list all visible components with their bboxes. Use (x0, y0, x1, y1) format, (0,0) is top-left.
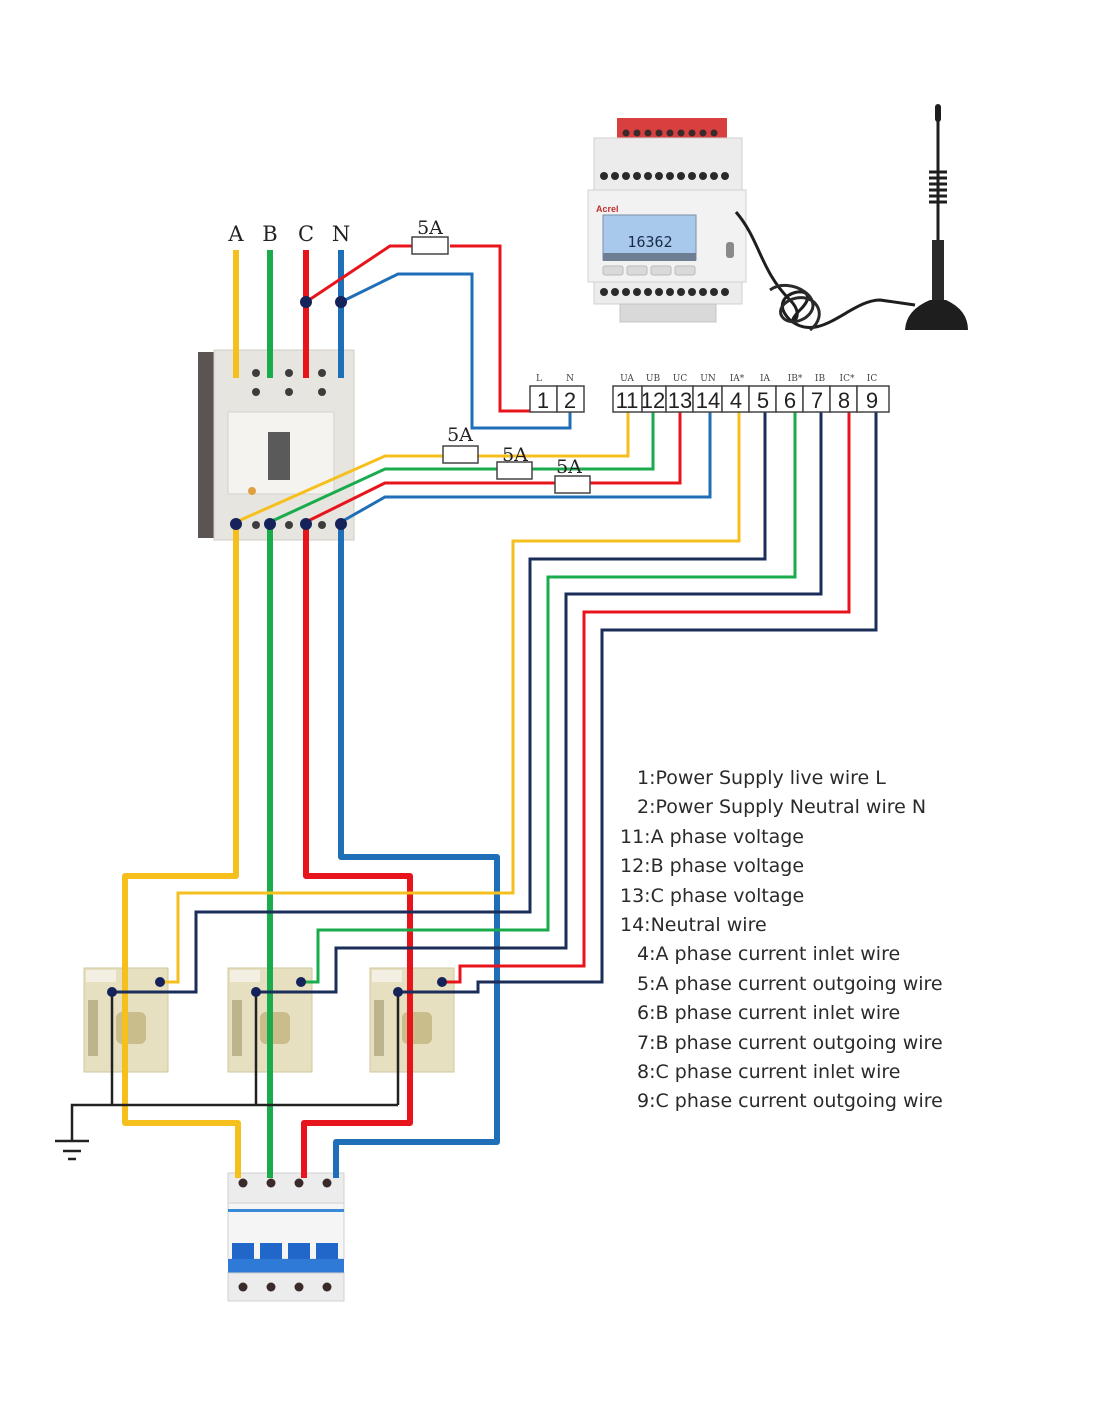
terminal-1-number: 1 (537, 388, 549, 413)
fuse-voltage-c (554, 475, 591, 494)
wire-ic-inlet (442, 412, 851, 984)
legend-item: 9:C phase current outgoing wire (637, 1090, 943, 1113)
fuse-voltage-c-label: 5A (556, 456, 582, 478)
legend-item: 5:A phase current outgoing wire (637, 972, 943, 995)
terminal-4-tag: IA* (730, 374, 745, 384)
power-terminal-block: 1 2 L N (529, 374, 585, 413)
legend-item: 14:Neutral wire (620, 914, 767, 937)
antenna (734, 104, 968, 332)
terminal-2-tag: N (566, 374, 574, 384)
main-breaker-handle (268, 432, 290, 480)
terminal-1 (529, 385, 558, 413)
legend-item: 13:C phase voltage (620, 884, 805, 907)
fuse-power-supply-label: 5A (417, 217, 443, 239)
wire-phase-a-out (122, 522, 241, 1178)
fuse-voltage-a-label: 5A (447, 424, 473, 446)
terminal-8-tag: IC* (840, 374, 855, 384)
wire-neutral-out (333, 522, 500, 1178)
terminal-6-number: 6 (784, 388, 796, 413)
fuse-voltage-b-label: 5A (502, 444, 528, 466)
wire-ib-outgoing (256, 412, 823, 994)
antenna-magnetic-base (905, 300, 968, 330)
legend-item: 11:A phase voltage (620, 825, 804, 848)
terminal-8-number: 8 (838, 388, 850, 413)
terminal-14-number: 14 (696, 388, 720, 413)
fuse-power-supply (411, 236, 449, 255)
legend-item: 12:B phase voltage (620, 855, 805, 878)
legend-item: 8:C phase current inlet wire (637, 1061, 901, 1084)
terminal-9-tag: IC (867, 374, 878, 384)
legend-item: 4:A phase current inlet wire (637, 943, 901, 966)
terminal-5-tag: IA (760, 374, 771, 384)
terminal-2 (556, 385, 585, 413)
terminal-13-number: 13 (668, 388, 692, 413)
power-supply-wires (305, 244, 572, 430)
meter-buttons (602, 265, 696, 276)
ground-icon (55, 1139, 89, 1161)
meter-lcd-screen (602, 214, 697, 261)
voltage-sampling-wires (235, 412, 712, 524)
terminal-7-tag: IB (815, 374, 826, 384)
terminal-14-tag: UN (700, 374, 716, 384)
terminal-5-number: 5 (757, 388, 769, 413)
phase-label-b: B (262, 222, 277, 246)
output-breaker (227, 1172, 345, 1302)
terminal-legend: 1:Power Supply live wire L 2:Power Suppl… (620, 764, 943, 1117)
wire-supply-live (305, 244, 530, 413)
meter-brand-logo: Acrel (596, 204, 619, 214)
wire-voltage-n (340, 412, 712, 524)
wire-voltage-c (305, 412, 682, 524)
meter-display-value: 16362 (627, 233, 672, 251)
wire-ia-outgoing (112, 412, 767, 994)
wire-ia-inlet (160, 412, 741, 984)
phase-label-n: N (332, 222, 350, 246)
terminal-9-number: 9 (866, 388, 878, 413)
terminal-1-tag: L (536, 374, 542, 384)
terminal-11-tag: UA (620, 374, 634, 384)
terminal-6-tag: IB* (788, 374, 803, 384)
legend-item: 6:B phase current inlet wire (637, 1002, 901, 1025)
terminal-11-number: 11 (616, 388, 639, 413)
wire-ic-outgoing (398, 412, 878, 994)
antenna-cable (734, 211, 916, 329)
fuse-voltage-b (496, 461, 533, 480)
ground-wiring (70, 992, 400, 1140)
wire-phase-c-out (301, 522, 413, 1178)
signal-terminal-block: 11 12 13 14 4 5 6 7 8 9 UA UB UC UN IA* … (612, 374, 890, 413)
meter-upper-body (593, 137, 743, 191)
meter-din-clip (619, 303, 717, 323)
terminal-7-number: 7 (811, 388, 823, 413)
phase-label-a: A (227, 222, 244, 246)
antenna-coil (929, 170, 947, 204)
meter-side-port (726, 242, 734, 258)
phase-label-c: C (298, 222, 314, 246)
terminal-4-number: 4 (730, 388, 742, 413)
wire-voltage-b (269, 412, 655, 524)
energy-meter: Acrel 16362 (587, 118, 747, 323)
terminal-9 (856, 385, 890, 413)
fuse-voltage-a (442, 445, 479, 464)
meter-lcd-footer (603, 253, 696, 261)
legend-item: 2:Power Supply Neutral wire N (637, 796, 927, 819)
legend-item: 1:Power Supply live wire L (637, 767, 886, 789)
terminal-12-tag: UB (646, 374, 661, 384)
wire-ib-inlet (301, 412, 797, 984)
terminal-2-number: 2 (564, 388, 576, 413)
terminal-8 (829, 385, 858, 413)
legend-item: 7:B phase current outgoing wire (637, 1031, 943, 1054)
meter-top-terminal-block (617, 118, 727, 140)
junction-dots (107, 296, 447, 997)
wire-supply-neutral (340, 272, 572, 430)
wire-voltage-a (235, 412, 630, 524)
terminal-12-number: 12 (641, 388, 665, 413)
main-power-wires (122, 250, 500, 1178)
terminal-11 (612, 385, 643, 413)
terminal-14 (692, 385, 723, 413)
current-signal-wires (112, 412, 878, 994)
terminal-13-tag: UC (673, 374, 688, 384)
